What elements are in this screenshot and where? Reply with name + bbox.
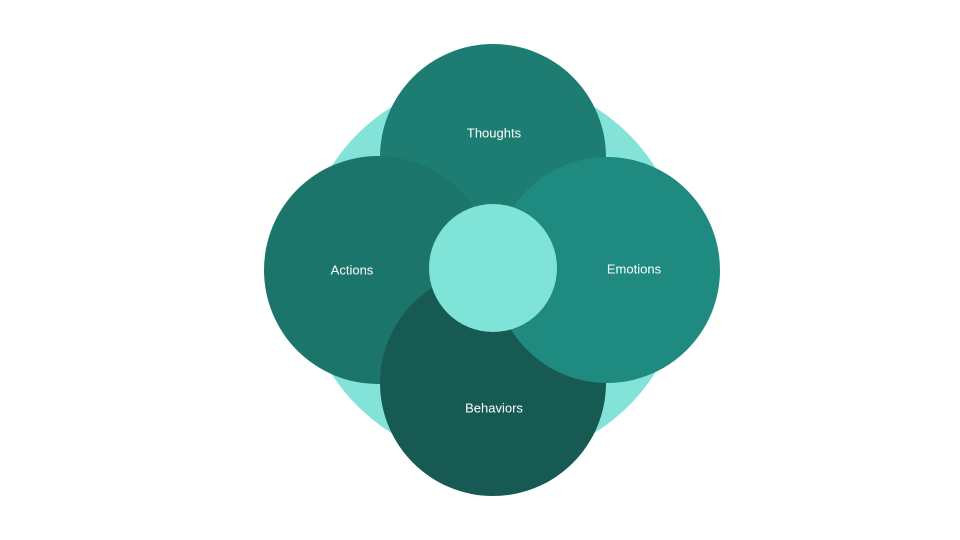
emotions-circle: [494, 157, 720, 383]
node-emotions: Emotions: [494, 157, 720, 383]
emotions-label: Emotions: [607, 261, 662, 276]
thoughts-label: Thoughts: [467, 125, 522, 140]
behaviors-label: Behaviors: [465, 400, 523, 415]
actions-label: Actions: [331, 262, 374, 277]
center-circle: [429, 204, 557, 332]
